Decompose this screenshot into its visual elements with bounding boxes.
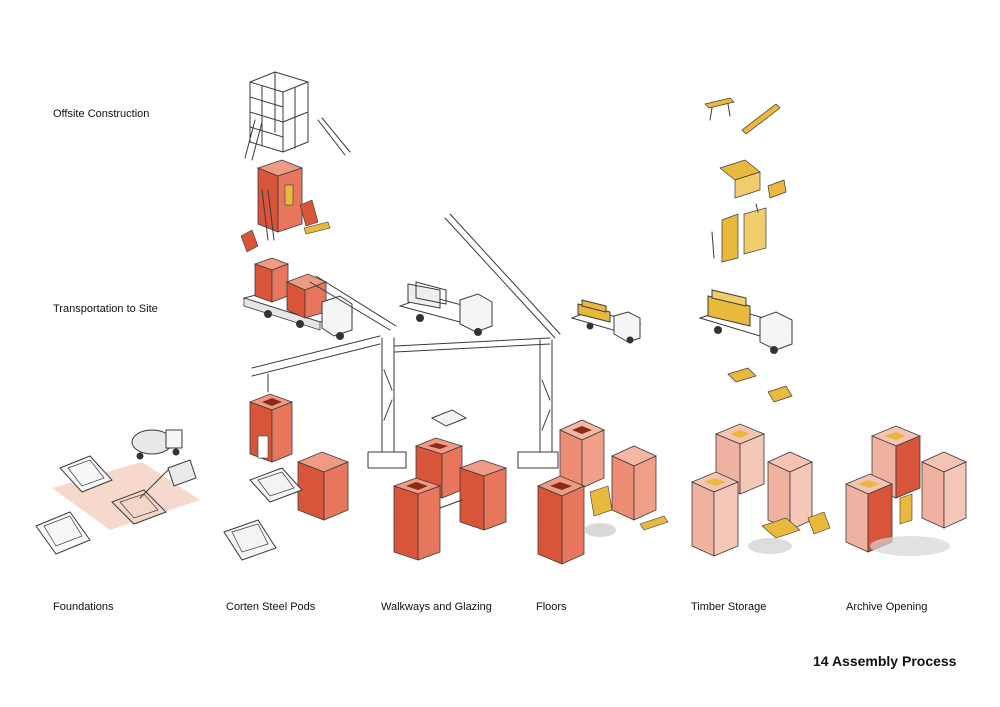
row-label-transport: Transportation to Site xyxy=(53,303,158,315)
stage-label-timber-storage: Timber Storage xyxy=(691,601,767,613)
stage-label-foundations: Foundations xyxy=(53,601,114,613)
stage-label-walkways-glazing: Walkways and Glazing xyxy=(381,601,492,613)
page-title: 14 Assembly Process xyxy=(813,653,957,669)
scaffold-frame-sketch xyxy=(244,71,351,161)
stage-label-archive-opening: Archive Opening xyxy=(846,601,928,613)
tower-crane-left xyxy=(251,275,407,469)
truck-timber-delivery xyxy=(698,289,793,403)
timber-fabrication-sketches xyxy=(704,97,787,263)
truck-with-timber xyxy=(570,299,642,344)
pod-under-construction xyxy=(240,159,331,253)
tower-crane-right xyxy=(394,213,561,469)
floors-sketch xyxy=(536,419,669,565)
row-label-offsite: Offsite Construction xyxy=(53,108,150,120)
stage-label-corten-pods: Corten Steel Pods xyxy=(226,601,316,613)
truck-with-pods xyxy=(242,257,354,340)
archive-opening-sketch xyxy=(844,425,967,556)
truck-with-glazing xyxy=(398,281,493,336)
walkways-glazing-sketch xyxy=(392,409,508,561)
corten-pods-sketch xyxy=(223,393,350,561)
stage-label-floors: Floors xyxy=(536,601,567,613)
timber-storage-sketch xyxy=(690,423,831,557)
foundations-sketch xyxy=(35,429,200,555)
